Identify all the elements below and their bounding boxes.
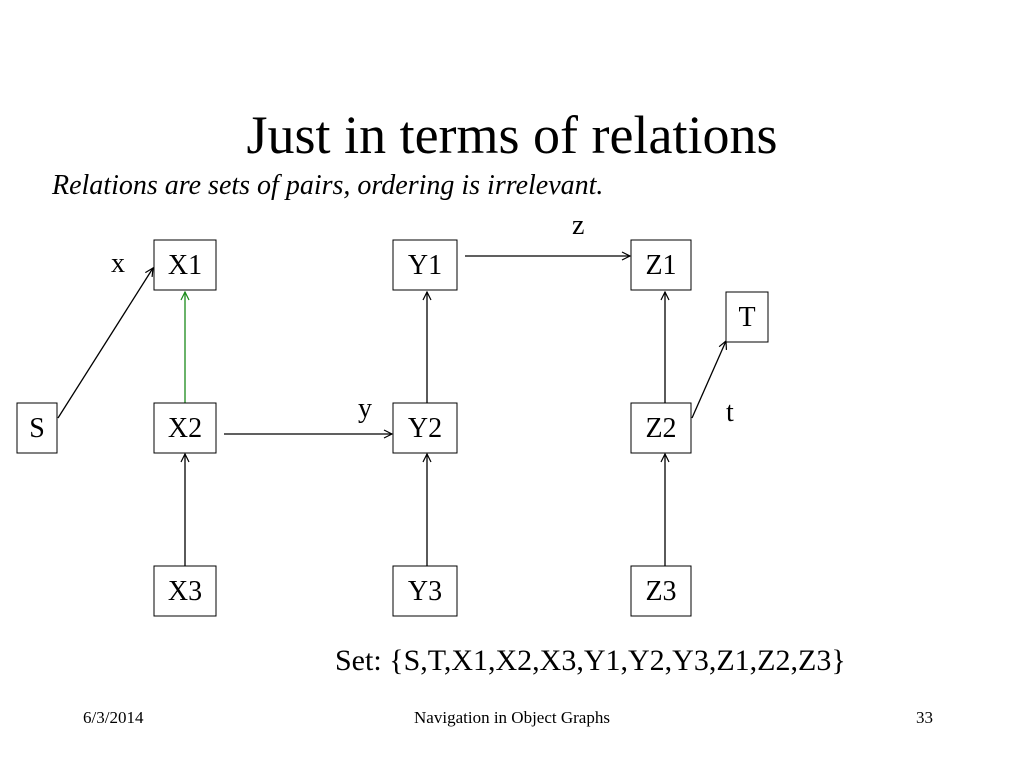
footer-date: 6/3/2014 <box>83 708 144 727</box>
slide-subtitle: Relations are sets of pairs, ordering is… <box>52 170 604 201</box>
edge-z2-t <box>691 341 726 419</box>
footer-title: Navigation in Object Graphs <box>414 708 610 727</box>
node-y1: Y1 <box>392 239 458 291</box>
node-t: T <box>725 291 769 343</box>
node-s: S <box>16 402 58 454</box>
edge-label-y: y <box>358 393 372 424</box>
node-z3-label: Z3 <box>645 576 676 607</box>
edge-label-t: t <box>726 397 734 428</box>
node-x1: X1 <box>153 239 217 291</box>
node-t-label: T <box>738 302 755 333</box>
node-y3-label: Y3 <box>408 576 442 607</box>
node-z2: Z2 <box>630 402 692 454</box>
node-y3: Y3 <box>392 565 458 617</box>
edge-s-x1 <box>57 268 153 419</box>
slide-title: Just in terms of relations <box>246 105 778 165</box>
edge-label-x: x <box>111 248 125 279</box>
node-x3: X3 <box>153 565 217 617</box>
node-s-label: S <box>29 413 45 444</box>
set-listing: Set: {S,T,X1,X2,X3,Y1,Y2,Y3,Z1,Z2,Z3} <box>335 644 846 677</box>
node-y1-label: Y1 <box>408 250 442 281</box>
node-z1-label: Z1 <box>645 250 676 281</box>
node-x2: X2 <box>153 402 217 454</box>
footer-page-number: 33 <box>916 708 933 727</box>
node-z3: Z3 <box>630 565 692 617</box>
node-x3-label: X3 <box>168 576 202 607</box>
node-x1-label: X1 <box>168 250 202 281</box>
node-y2: Y2 <box>392 402 458 454</box>
node-z1: Z1 <box>630 239 692 291</box>
node-z2-label: Z2 <box>645 413 676 444</box>
edge-label-z: z <box>572 210 584 241</box>
node-x2-label: X2 <box>168 413 202 444</box>
node-y2-label: Y2 <box>408 413 442 444</box>
